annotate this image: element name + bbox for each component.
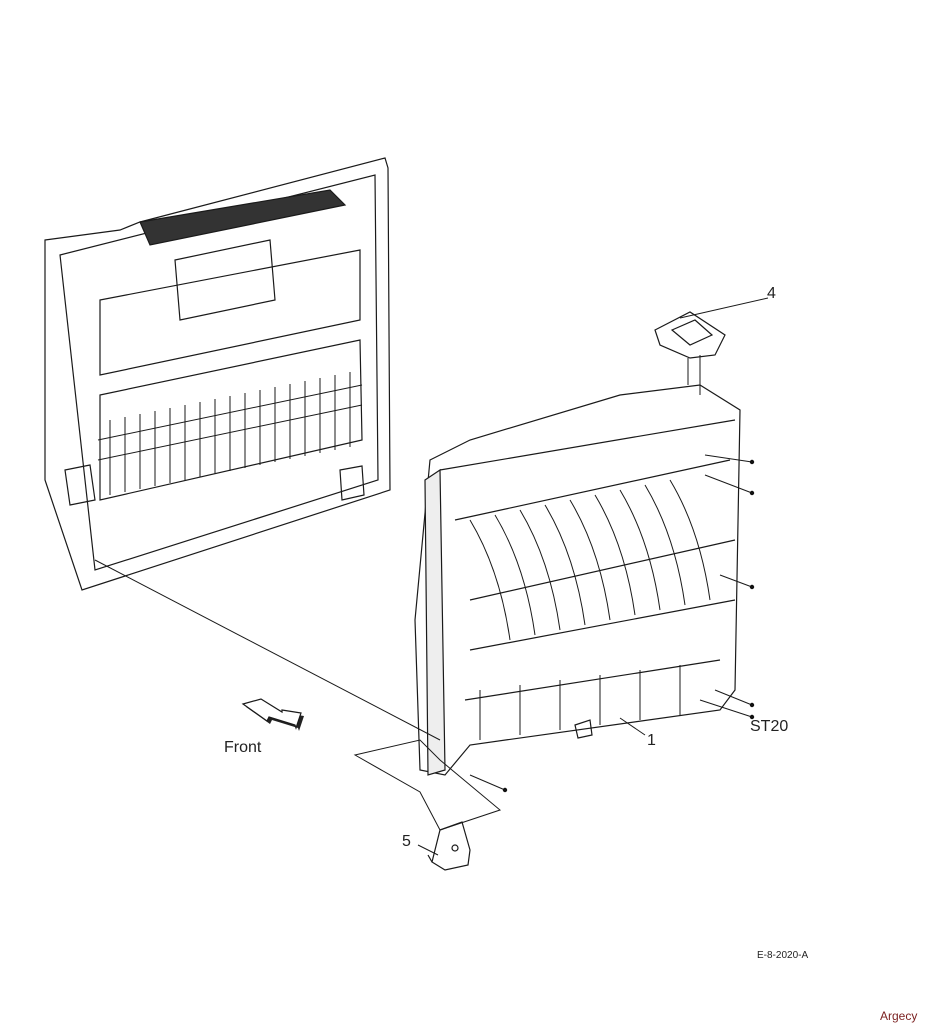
callout-part-1: 1 bbox=[647, 732, 656, 749]
screw-location-dots bbox=[502, 459, 755, 793]
watermark: Argecy bbox=[880, 1009, 918, 1023]
figure-id: E-8-2020-A bbox=[757, 950, 809, 961]
part-1-transfer-unit bbox=[414, 384, 741, 776]
callout-screw-st20: ST20 bbox=[750, 718, 789, 735]
leader-lines bbox=[94, 297, 769, 856]
part-5-clip bbox=[427, 821, 471, 871]
part-4-bracket bbox=[654, 311, 726, 385]
rear-door-assembly bbox=[44, 157, 391, 591]
front-label: Front bbox=[224, 739, 262, 756]
callout-part-5: 5 bbox=[402, 833, 411, 850]
front-direction-arrow-icon bbox=[241, 698, 304, 731]
callout-part-4: 4 bbox=[767, 285, 776, 302]
